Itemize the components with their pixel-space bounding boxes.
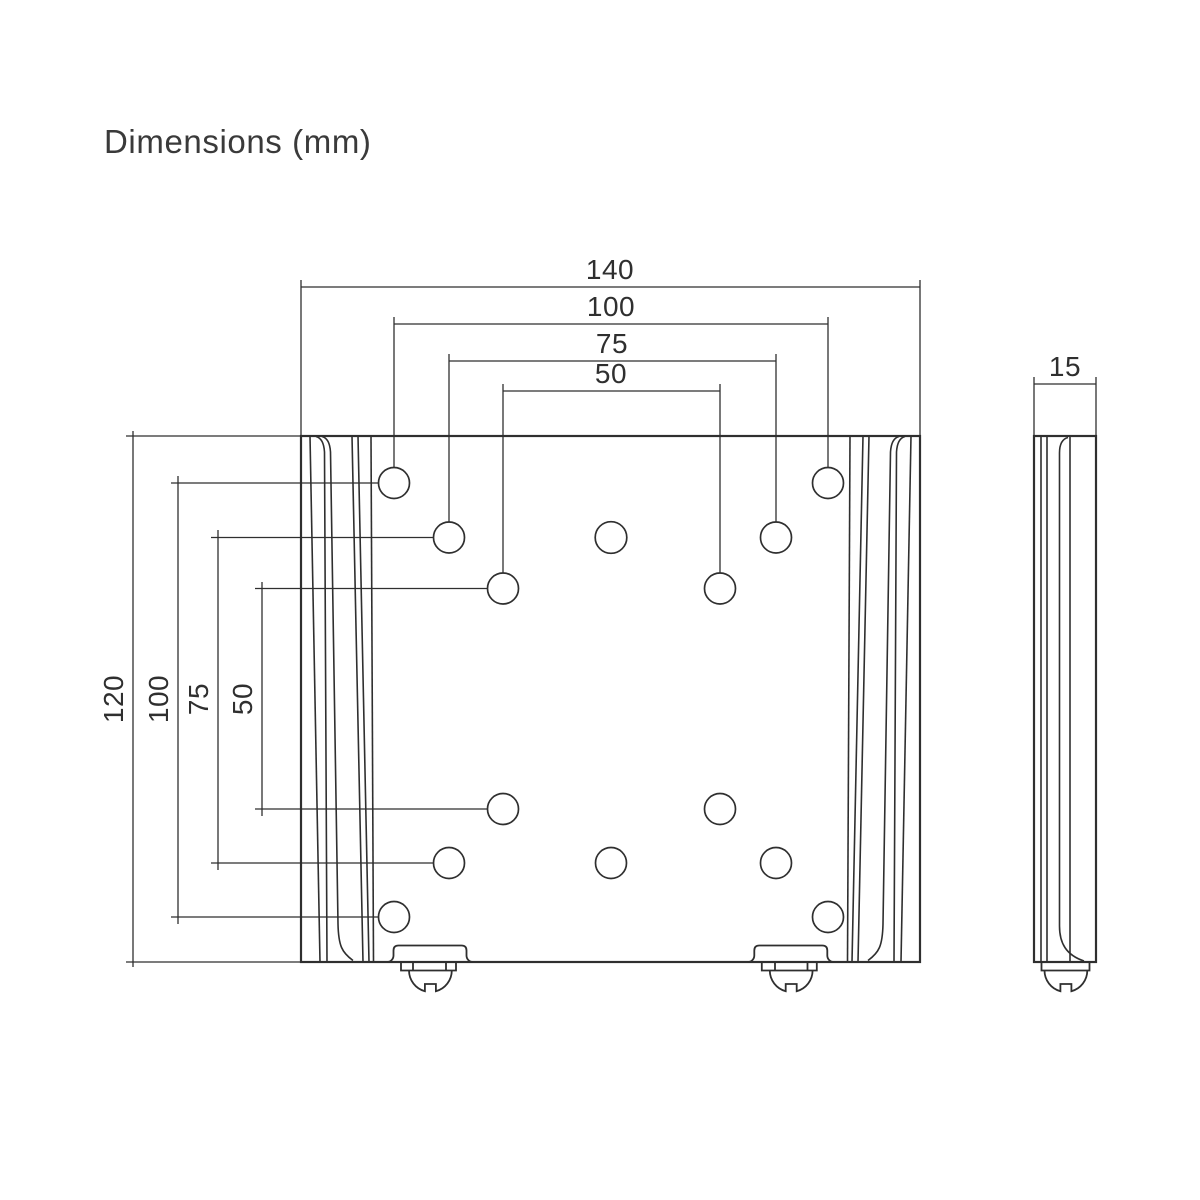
dim-line <box>393 317 829 467</box>
dim-label: 75 <box>596 328 628 359</box>
tab-collar <box>760 962 818 972</box>
rail-line <box>370 435 375 963</box>
page-title: Dimensions (mm) <box>104 123 372 160</box>
mounting-hole <box>377 466 411 500</box>
dim-line <box>300 280 921 435</box>
dim-height-50: 50 <box>227 582 488 816</box>
tab-collar <box>400 962 457 972</box>
dim-line <box>448 354 777 522</box>
dim-line <box>171 476 379 924</box>
tab-collar-divider <box>412 962 447 971</box>
dim-height-100: 100 <box>143 476 379 924</box>
dim-label: 100 <box>587 291 635 322</box>
mounting-hole <box>759 846 793 880</box>
side-outline <box>1032 434 1098 964</box>
rail-hook-line <box>867 435 900 962</box>
dim-line <box>1033 377 1097 435</box>
dim-width-140: 140 <box>300 254 921 435</box>
side-view <box>1032 434 1098 993</box>
dim-line <box>502 384 721 573</box>
mounting-hole <box>432 521 466 554</box>
dim-label: 50 <box>595 358 627 389</box>
dim-label: 15 <box>1049 351 1081 382</box>
mounting-hole <box>377 900 411 934</box>
tab-collar <box>1040 962 1091 972</box>
mounting-hole <box>594 520 628 555</box>
dim-width-75: 75 <box>448 328 777 522</box>
mounting-hole <box>811 466 845 500</box>
mounting-hole <box>703 572 737 605</box>
dim-line <box>126 431 316 967</box>
tab-body <box>747 944 834 963</box>
tab-body <box>386 944 474 963</box>
dim-label: 75 <box>183 683 214 715</box>
dim-height-120: 120 <box>98 431 316 967</box>
rail-line <box>857 435 870 963</box>
dim-label: 120 <box>98 675 129 723</box>
mounting-hole <box>703 792 737 826</box>
mounting-hole <box>432 846 466 880</box>
rail-line <box>357 435 370 963</box>
screw-head <box>1043 970 1089 993</box>
rail-line <box>893 435 906 963</box>
dim-line <box>255 582 488 816</box>
rail-line <box>846 435 851 963</box>
plate-outline <box>299 434 922 964</box>
mounting-hole <box>486 572 520 605</box>
mounting-hole <box>594 846 628 880</box>
mounting-hole <box>811 900 845 934</box>
dimensions: 140 100 75 50 120 100 75 50 <box>98 254 1097 967</box>
screw-tab-right <box>747 944 834 993</box>
screw-head <box>768 970 814 993</box>
rail-hook-line <box>321 435 354 962</box>
right-rail <box>846 435 912 963</box>
screw-tab-left <box>386 944 474 993</box>
dim-label: 100 <box>143 675 174 723</box>
side-bend-line <box>1058 436 1085 962</box>
rail-line <box>309 435 321 963</box>
mounting-hole <box>486 792 520 826</box>
left-rail <box>309 435 375 963</box>
rail-line <box>900 435 912 963</box>
dim-line <box>211 530 434 870</box>
rail-line <box>851 435 864 963</box>
tab-collar-divider <box>774 962 809 971</box>
front-view <box>299 434 922 993</box>
dim-width-100: 100 <box>393 291 829 467</box>
dim-width-50: 50 <box>502 358 721 573</box>
rail-line <box>315 435 328 963</box>
dim-label: 50 <box>227 683 258 715</box>
dim-thickness-15: 15 <box>1033 351 1097 435</box>
screw-head <box>408 970 453 993</box>
dim-height-75: 75 <box>183 530 434 870</box>
mounting-hole <box>759 521 793 554</box>
dim-label: 140 <box>586 254 634 285</box>
rail-line <box>351 435 364 963</box>
mounting-holes <box>377 466 845 934</box>
